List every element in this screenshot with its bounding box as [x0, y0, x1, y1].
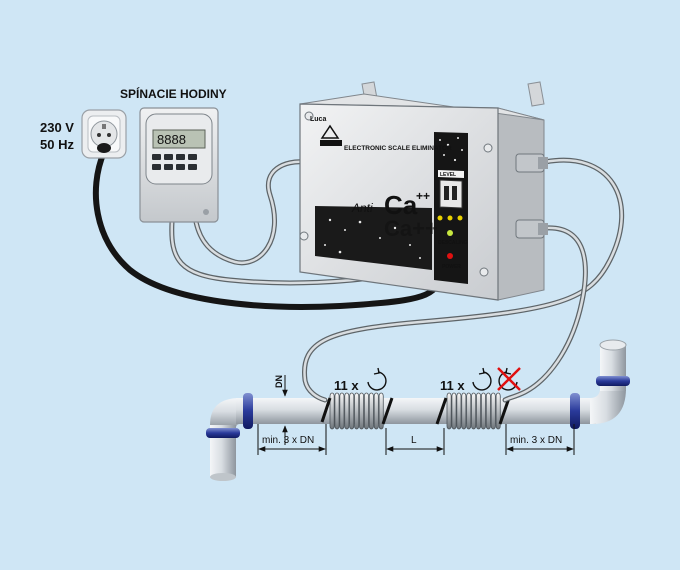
power-led [447, 253, 453, 259]
coil-winding [378, 392, 384, 430]
logo-main: Ca [384, 190, 418, 220]
coil-right [446, 392, 501, 430]
signal-cables [92, 149, 625, 403]
min-left-label: min. 3 x DN [262, 435, 314, 446]
timer-title: SPÍNACIE HODINY [120, 86, 227, 101]
coil-winding [451, 392, 457, 430]
logo-reflection: Ca++ [384, 216, 438, 241]
cable-gland-top [515, 153, 548, 173]
coil-winding [476, 392, 482, 430]
rotation-icon [367, 367, 387, 391]
pipe-flange-right [570, 393, 580, 429]
rotation-crossed-icon [497, 367, 521, 391]
timer-buttons [152, 154, 197, 170]
coil-straps [320, 397, 511, 425]
coil-left-label: 11 x [334, 378, 359, 393]
dn-label: DN [274, 375, 284, 388]
coil-winding [480, 392, 486, 430]
timer-device: 8888 [139, 107, 219, 223]
coil-winding [329, 392, 335, 430]
voltage-label: 230 V [40, 120, 74, 135]
pipe-flange-right-vertical [596, 376, 630, 386]
brand-label: Luca [310, 116, 326, 123]
coil-winding [471, 392, 477, 430]
coil-winding [466, 392, 472, 430]
speckle-pattern [324, 137, 463, 259]
coil-winding [373, 392, 379, 430]
coil-winding [490, 392, 496, 430]
coil-winding [495, 392, 501, 430]
coil-winding [354, 392, 360, 430]
level-label: LEVEL [440, 172, 456, 178]
coil-winding [349, 392, 355, 430]
descaling-label: DESCALING [438, 240, 468, 246]
control-unit [299, 81, 548, 301]
coil-winding [344, 392, 350, 430]
min-right-label: min. 3 x DN [510, 435, 562, 446]
logo-superscript: ++ [416, 189, 430, 203]
coil-winding [339, 392, 345, 430]
spacing-label: L [411, 435, 417, 446]
coil-right-label: 11 x [440, 378, 465, 393]
pipe-flange-left-vertical [206, 428, 240, 438]
coil-winding [456, 392, 462, 430]
descaling-led [447, 230, 453, 236]
timer-display: 8888 [157, 132, 186, 147]
water-pipe [210, 339, 627, 481]
coil-winding [446, 392, 452, 430]
coil-winding [363, 392, 369, 430]
coil-winding [368, 392, 374, 430]
power-label: POWER [442, 264, 461, 270]
unit-name-label: ELECTRONIC SCALE ELIMINATOR [344, 145, 452, 152]
coil-winding [461, 392, 467, 430]
coil-left [329, 392, 384, 430]
coil-winding [485, 392, 491, 430]
dimension-lines [257, 375, 575, 455]
coil-winding [334, 392, 340, 430]
cable-gland-bottom [515, 219, 548, 239]
pipe-flange-left [243, 393, 253, 429]
rotation-icon [472, 367, 492, 391]
frequency-label: 50 Hz [40, 137, 74, 152]
logo-prefix: Anti [351, 201, 373, 215]
power-socket [81, 109, 127, 159]
coil-winding [359, 392, 365, 430]
